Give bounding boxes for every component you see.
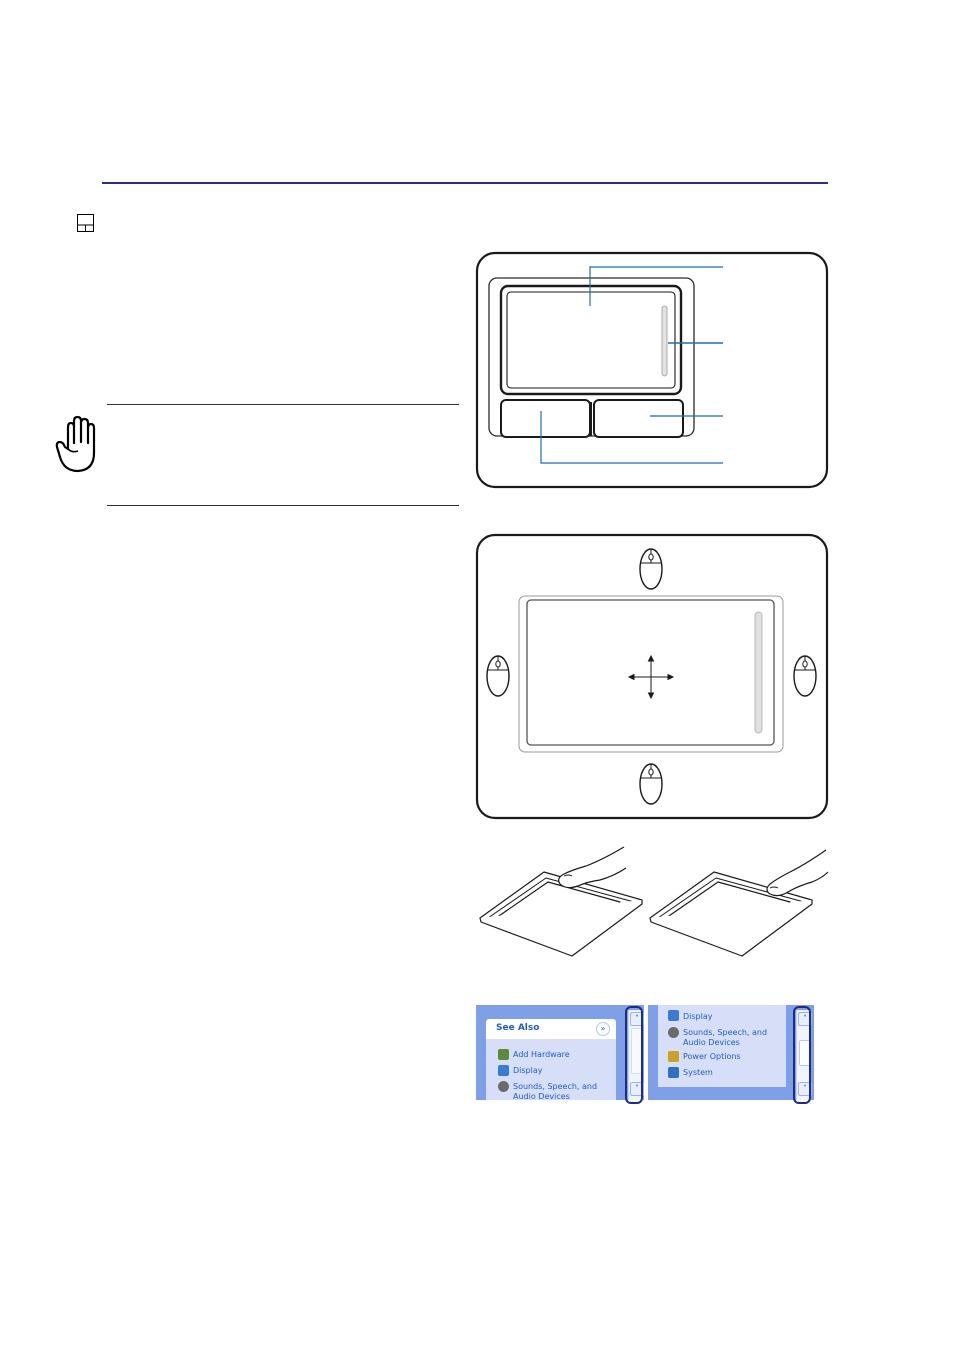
pointer-movement-diagram (475, 533, 829, 820)
raised-hand-icon (55, 415, 96, 473)
see-also-list (658, 1005, 786, 1087)
scroll-strip (754, 611, 763, 734)
mouse-icon-up (639, 548, 663, 590)
system-icon (668, 1067, 679, 1078)
sounds-icon (668, 1027, 679, 1038)
scroll-up-button[interactable]: ˄ (630, 1012, 644, 1026)
display-icon (498, 1065, 509, 1076)
xp-panel-left: See Also » Add Hardware Display Sounds, … (476, 1005, 644, 1100)
finger-scroll-illustration (479, 846, 829, 957)
scrollbar-highlight-left (625, 1006, 643, 1104)
touchpad-parts-diagram (475, 251, 829, 489)
mouse-icon-right (793, 655, 817, 697)
four-way-arrow-icon (627, 654, 675, 700)
see-also-title: See Also (496, 1023, 540, 1033)
link-display[interactable]: Display (513, 1066, 543, 1075)
callout-surface (589, 266, 723, 306)
touchpad-perspective-left (479, 871, 643, 957)
scroll-strip (661, 305, 668, 377)
display-icon (668, 1010, 679, 1021)
scrollbar-right[interactable]: ˄ ˅ (796, 1010, 812, 1100)
scroll-down-button[interactable]: ˅ (798, 1082, 812, 1096)
power-options-icon (668, 1051, 679, 1062)
mouse-icon-left (486, 655, 510, 697)
right-button (593, 399, 684, 438)
xp-scroll-screenshots: See Also » Add Hardware Display Sounds, … (474, 1005, 814, 1105)
link-sounds-cont[interactable]: Audio Devices (683, 1038, 740, 1047)
touchpad-surface (506, 291, 676, 389)
note-bottom-rule (107, 505, 459, 506)
link-sounds[interactable]: Sounds, Speech, and (683, 1028, 768, 1037)
scrollbar-highlight-right (793, 1006, 811, 1104)
note-top-rule (107, 404, 459, 405)
add-hardware-icon (498, 1049, 509, 1060)
link-power-options[interactable]: Power Options (683, 1052, 741, 1061)
touchpad-section-icon (77, 214, 94, 232)
link-system[interactable]: System (683, 1068, 713, 1077)
link-display[interactable]: Display (683, 1012, 713, 1021)
scroll-up-button[interactable]: ˄ (798, 1012, 812, 1026)
header-rule (102, 182, 828, 184)
finger-right (766, 849, 829, 897)
link-sounds-cont[interactable]: Audio Devices (513, 1092, 570, 1100)
finger-left (558, 846, 627, 889)
collapse-chevron-icon[interactable]: » (596, 1022, 610, 1036)
see-also-header[interactable]: See Also » (486, 1019, 616, 1039)
scroll-down-button[interactable]: ˅ (630, 1082, 644, 1096)
scrollbar-left[interactable]: ˄ ˅ (628, 1010, 644, 1100)
callout-left-button (540, 411, 723, 464)
xp-panel-right: Display Sounds, Speech, and Audio Device… (648, 1005, 814, 1100)
link-sounds[interactable]: Sounds, Speech, and (513, 1082, 598, 1091)
mouse-icon-down (639, 763, 663, 805)
link-add-hardware[interactable]: Add Hardware (513, 1050, 570, 1059)
left-button (500, 399, 591, 438)
sounds-icon (498, 1081, 509, 1092)
